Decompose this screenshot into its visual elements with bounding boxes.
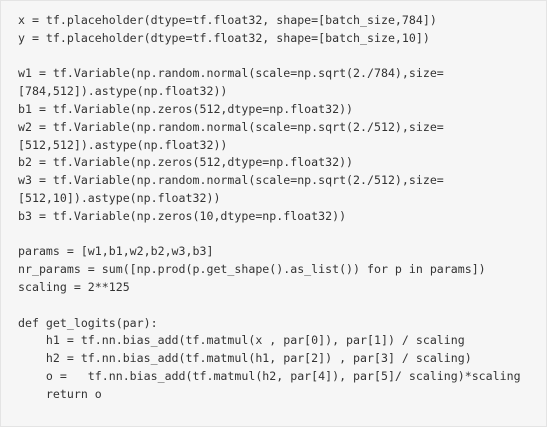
code-line: [18, 226, 546, 244]
code-line: scaling = 2**125: [18, 279, 130, 294]
code-line: nr_params = sum([np.prod(p.get_shape().a…: [18, 262, 486, 277]
code-line: [512,512]).astype(np.float32)): [18, 137, 228, 152]
code-line: def get_logits(par):: [18, 315, 158, 330]
code-line: params = [w1,b1,w2,b2,w3,b3]: [18, 244, 214, 259]
code-line: o = tf.nn.bias_add(tf.matmul(h2, par[4])…: [18, 368, 521, 383]
code-line: h1 = tf.nn.bias_add(tf.matmul(x , par[0]…: [18, 333, 465, 348]
code-line: [784,512]).astype(np.float32)): [18, 84, 228, 99]
code-line: w1 = tf.Variable(np.random.normal(scale=…: [18, 66, 444, 81]
code-line: y = tf.placeholder(dtype=tf.float32, sha…: [18, 30, 430, 45]
code-line: x = tf.placeholder(dtype=tf.float32, sha…: [18, 13, 437, 27]
code-line: [18, 48, 546, 66]
code-line: b3 = tf.Variable(np.zeros(10,dtype=np.fl…: [18, 208, 347, 223]
code-line: b1 = tf.Variable(np.zeros(512,dtype=np.f…: [18, 101, 354, 116]
code-line: h2 = tf.nn.bias_add(tf.matmul(h1, par[2]…: [18, 351, 472, 366]
code-line: b2 = tf.Variable(np.zeros(512,dtype=np.f…: [18, 155, 354, 170]
code-line: return o: [18, 386, 102, 401]
code-line: w2 = tf.Variable(np.random.normal(scale=…: [18, 119, 444, 134]
code-line: [512,10]).astype(np.float32)): [18, 190, 221, 205]
code-line: [18, 297, 546, 315]
code-line: w3 = tf.Variable(np.random.normal(scale=…: [18, 173, 444, 188]
